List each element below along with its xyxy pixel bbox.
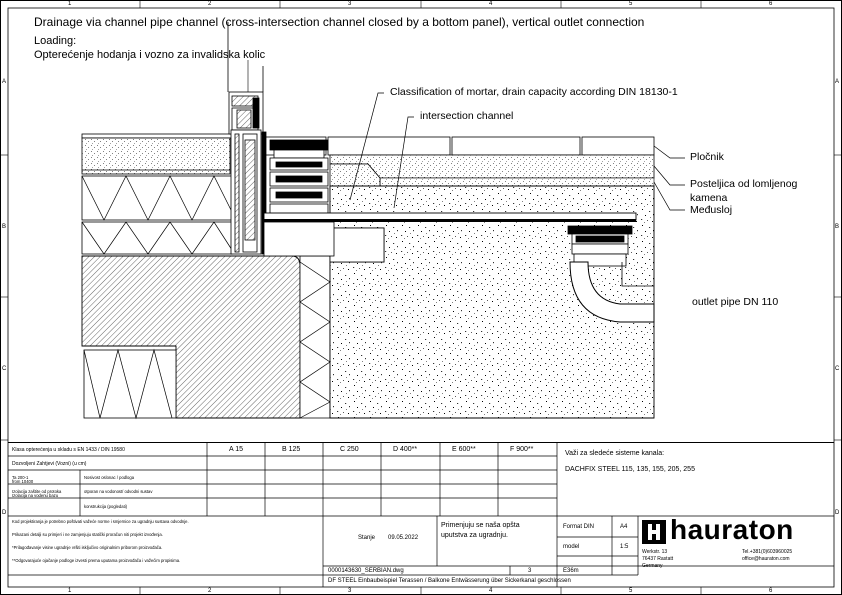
frame-col-3-bottom: 3 [348,588,352,594]
frame-col-2-top: 2 [208,1,212,7]
format-label: Format DIN [563,524,595,530]
callout-intersection: intersection channel [420,110,514,122]
callout-leaders [349,92,685,211]
load-class-d400: D 400** [393,446,418,453]
frame-col-5-bottom: 5 [629,588,633,594]
callout-medusloj: Međusloj [690,204,733,216]
email: office@hauraton.com [742,556,790,562]
wall-insulation-zigzag [299,261,331,419]
footer-text: DF STEEL Einbaubeispiel Terassen / Balko… [328,578,571,584]
frame-col-1-bottom: 1 [68,588,72,594]
frame-row-d-right: D [835,510,840,516]
insulation-1 [81,175,233,221]
sheet-code: E36m [563,568,579,574]
frame-col-6-bottom: 6 [769,588,773,594]
row5-label: konstrukcija (pogledati) [84,504,128,509]
title-block [8,442,834,587]
load-class-label: Klasa opterećenja u skladu s EN 1433 / D… [12,447,125,453]
frame-col-4-top: 4 [489,1,493,7]
remark-1: Primenjuju se naša opšta [441,522,520,529]
date: 09.05.2022 [388,535,419,541]
row4a-label: Izolacija zaštite od protoka Izolacija n… [12,489,62,499]
support-block [329,227,385,263]
note-1: Kod projektiranja je potrebno poštivati … [12,519,189,524]
insulation-1-zigzag [81,175,233,221]
insulation-3-zigzag [83,348,173,420]
row2-label: Dozvoljeni Zahtjevi (Vozni) (u cm) [12,461,87,467]
load-class-c250: C 250 [340,446,359,453]
drawing-title: Drainage via channel pipe channel (cross… [34,15,645,29]
systems-label: Važi za sledeće sisteme kanala: [565,450,665,457]
load-class-b125: B 125 [282,446,301,453]
insulation-2 [81,221,233,255]
format-value: A4 [620,524,628,530]
address-3: Germany [642,563,663,569]
load-class-e600: E 600** [452,446,476,453]
callout-outlet: outlet pipe DN 110 [692,296,779,308]
channel-unit [269,139,329,215]
frame-col-6-top: 6 [769,1,773,7]
frame-row-c-right: C [835,366,840,372]
frame-col-5-top: 5 [629,1,633,7]
row3b-label: Nosivost oslonac / podloga [84,475,135,480]
frame-row-a-right: A [835,79,840,85]
frame-row-b-right: B [835,224,840,230]
frame-row-d-left: D [2,510,7,516]
frame-col-3-top: 3 [348,1,352,7]
hauraton-logo-icon [642,520,666,544]
note-2: Prikazani detalji su primjeri i ne zamje… [12,532,163,537]
row3a-label: Ta 200-1 from 10400 [12,475,34,485]
frame-col-4-bottom: 4 [489,588,493,594]
note-4: **Odgovarajuće ojačanje podloge izvesti … [12,558,181,563]
channel-base [263,221,335,257]
frame-col-1-top: 1 [68,1,72,7]
callout-plocnik: Pločnik [690,151,724,163]
loading-label: Loading: [34,35,77,47]
frame-col-2-bottom: 2 [208,588,212,594]
outlet-pipe-bend [569,261,655,323]
address-2: 76437 Rastatt [642,556,674,562]
insulation-2-zigzag [81,221,233,255]
drawing-no: 0000143630_SERBIAN.dwg [328,568,404,574]
company-name: hauraton [670,514,794,545]
screed-layer [81,137,231,175]
outlet-fitting [567,225,633,267]
frame-row-b-left: B [2,224,7,230]
scale-value: 1:5 [620,544,629,550]
frame-row-a-left: A [2,79,7,85]
bottom-panel [264,219,636,222]
systems-value: DACHFIX STEEL 115, 135, 155, 205, 255 [565,466,695,473]
callout-posteljica-1: Posteljica od lomljenog [690,178,798,190]
row4b-label: otporan na vodonost/ odvodni sustav [84,489,153,494]
sheet-no: 3 [528,568,532,574]
status-label: Stanje [358,535,376,541]
load-class-a15: A 15 [229,446,244,453]
insulation-3 [83,349,177,419]
callout-mortar: Classification of mortar, drain capacity… [390,86,678,98]
remark-2: uputstva za ugradnju. [441,532,508,539]
note-3: *Prilagođavanje visine ugradnje vršiti i… [12,545,163,550]
load-class-f900: F 900** [510,446,534,453]
phone: Tel.+381(0)603960025 [742,549,793,555]
model-label: model [563,544,580,550]
frame-row-c-left: C [2,366,7,372]
loading-value: Opterećenje hodanja i vozno za invalidsk… [34,49,266,61]
callout-posteljica-2: kamena [690,192,728,204]
address-1: Werkstr. 13 [642,549,668,555]
